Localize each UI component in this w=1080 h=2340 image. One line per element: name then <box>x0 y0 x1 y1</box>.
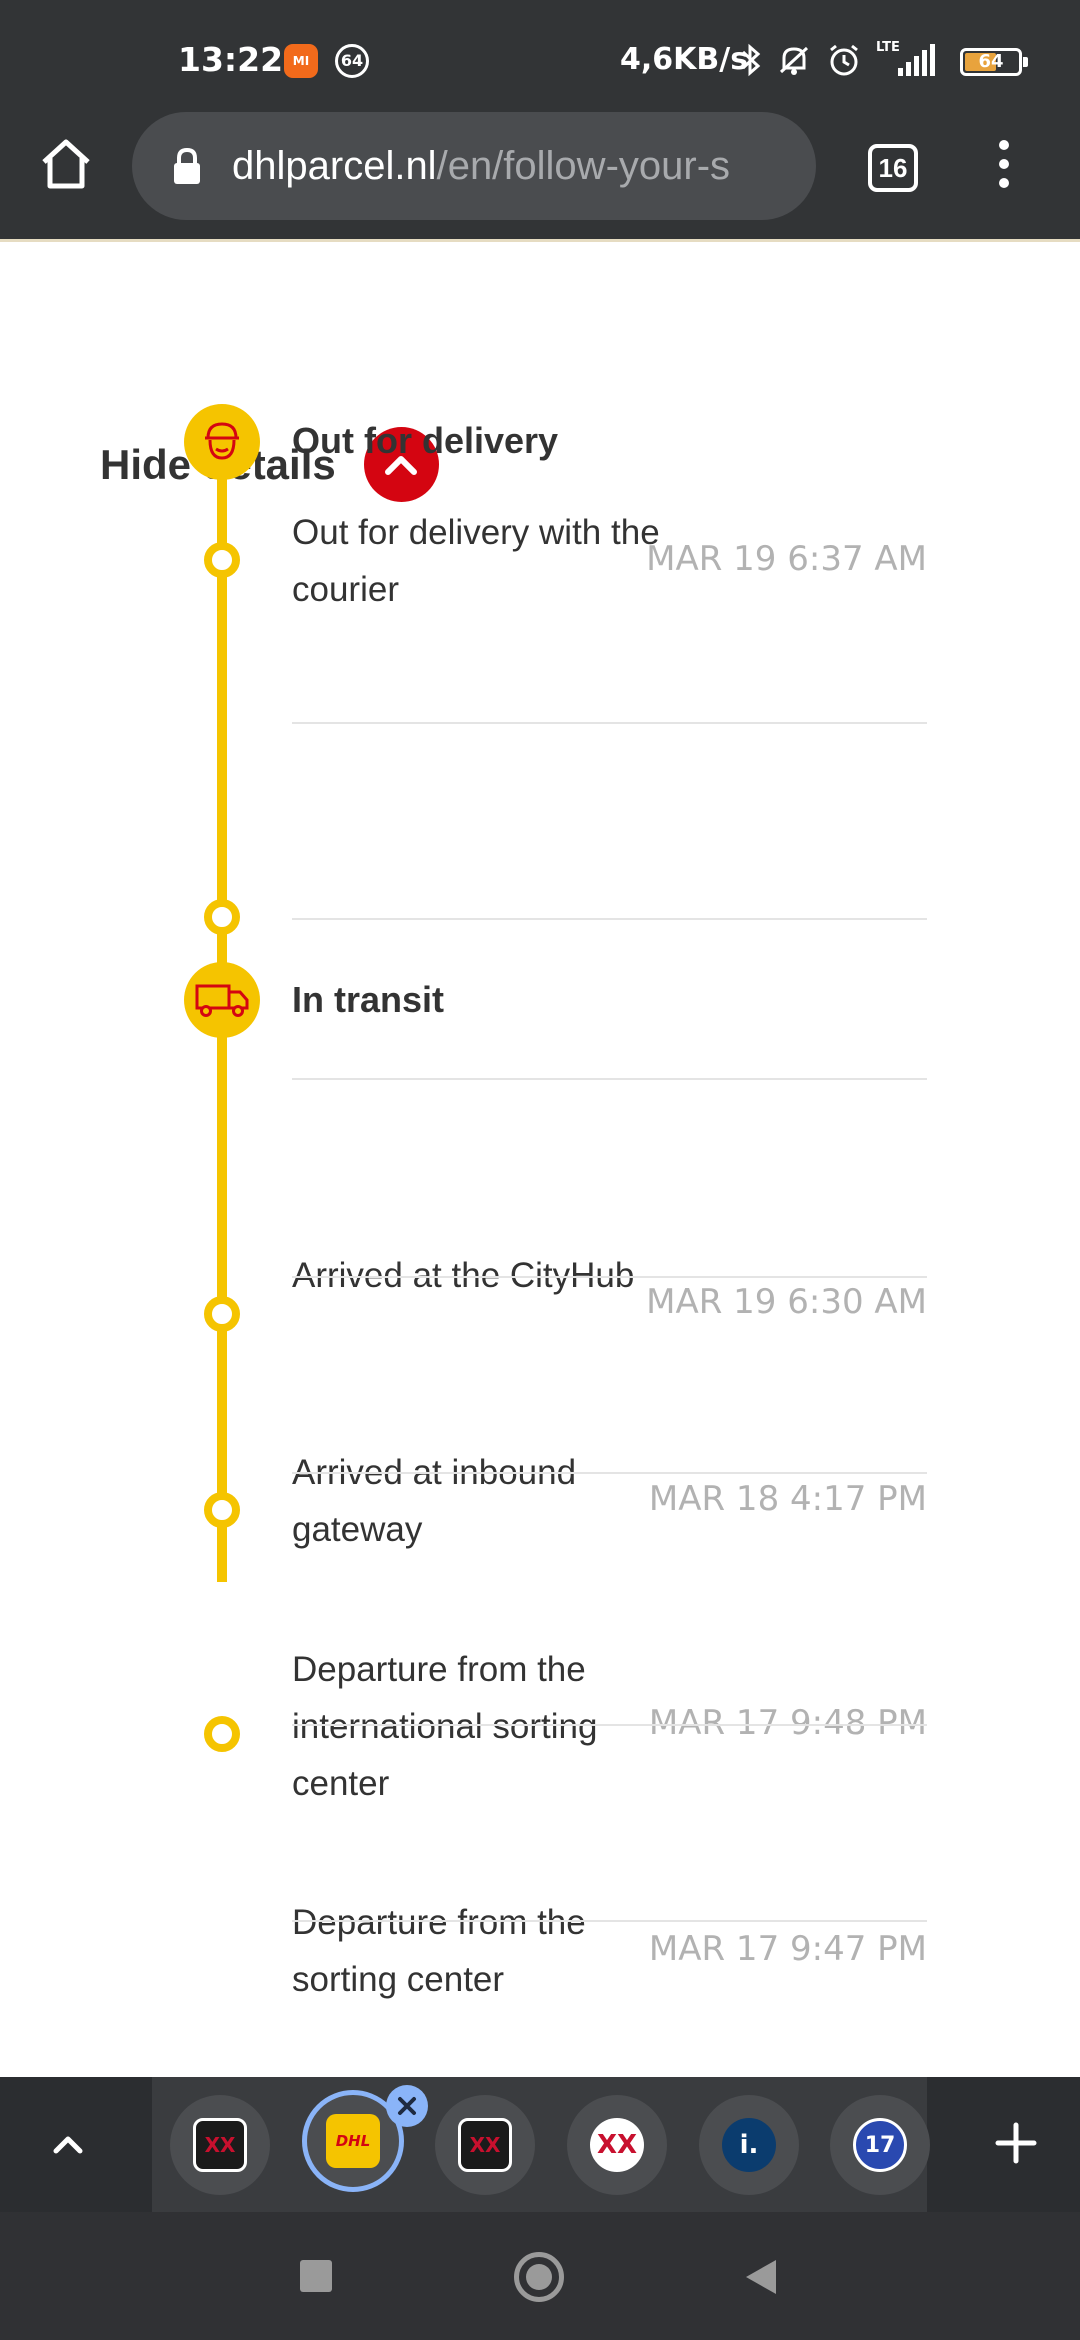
status-bar: 13:22 MI 64 4,6KB/s LTE <box>0 0 1080 110</box>
lock-icon <box>174 147 200 184</box>
status-time: 13:22 <box>178 40 284 79</box>
url-bar[interactable]: dhlparcel.nl /en/follow-your-s <box>132 112 816 220</box>
tab-switcher-icon[interactable]: 16 <box>868 144 918 192</box>
divider <box>292 918 927 920</box>
recents-button[interactable] <box>300 2260 332 2292</box>
tab-item[interactable]: XX <box>435 2095 535 2195</box>
collapse-button[interactable] <box>363 427 439 502</box>
event-time: MAR 19 6:37 AM <box>646 539 927 579</box>
event-description: Arrived at inbound gateway <box>292 1453 577 1549</box>
seventeen-tab-icon: 17 <box>853 2118 907 2172</box>
event-description: Out for delivery with the courier <box>292 513 660 609</box>
url-host: dhlparcel.nl <box>232 143 437 188</box>
mi-notification-icon: MI <box>284 44 318 78</box>
divider <box>292 1276 927 1278</box>
divider <box>292 1078 927 1080</box>
dhl-tab-icon: DHL <box>326 2114 380 2168</box>
group-title-out-for-delivery: Out for delivery <box>292 420 559 461</box>
divider <box>292 722 927 724</box>
home-icon[interactable] <box>38 136 94 192</box>
event-time: MAR 19 6:30 AM <box>646 1282 927 1322</box>
lte-label: LTE <box>876 40 900 55</box>
event-description: Departure from the international sorting… <box>292 1650 598 1803</box>
close-tab-button[interactable] <box>386 2085 428 2127</box>
timeline-dot <box>204 1716 240 1752</box>
url-path: /en/follow-your-s <box>436 143 731 188</box>
timeline-dot <box>204 542 240 578</box>
chevron-up-icon <box>385 455 418 475</box>
tab-item[interactable]: XX <box>567 2095 667 2195</box>
back-button[interactable] <box>744 2258 778 2296</box>
event-time: MAR 18 4:17 PM <box>648 1479 927 1519</box>
tracking-content: Hide details Out for delivery Out for de… <box>0 242 1080 2077</box>
battery-icon: 64 <box>960 48 1028 76</box>
bluetooth-icon <box>741 43 761 77</box>
close-icon <box>398 2097 416 2115</box>
chevron-up-icon[interactable] <box>40 2117 96 2173</box>
notification-badge-icon: 64 <box>335 44 369 78</box>
info-tab-icon: i. <box>722 2118 776 2172</box>
tab-item[interactable]: 17 <box>830 2095 930 2195</box>
xx-red-tab-icon: XX <box>590 2118 644 2172</box>
xx-tab-icon: XX <box>458 2118 512 2172</box>
mute-icon <box>779 46 809 75</box>
browser-toolbar: dhlparcel.nl /en/follow-your-s 16 <box>0 110 1080 242</box>
home-button[interactable] <box>514 2252 564 2302</box>
signal-icon: LTE <box>876 40 936 78</box>
timeline-dot <box>204 1492 240 1528</box>
menu-icon[interactable] <box>990 140 1018 196</box>
tab-item[interactable]: XX <box>170 2095 270 2195</box>
divider <box>292 1472 927 1474</box>
network-speed: 4,6KB/s <box>620 42 749 77</box>
timeline-dot <box>204 899 240 935</box>
truck-icon <box>184 962 260 1038</box>
event-time: MAR 17 9:47 PM <box>648 1929 927 1969</box>
group-title-in-transit: In transit <box>292 979 445 1020</box>
system-nav-bar <box>0 2212 1080 2340</box>
divider <box>292 1920 927 1922</box>
tab-strip-tabs: XX DHL XX XX i. 17 <box>152 2077 930 2212</box>
timeline-dot <box>204 1296 240 1332</box>
divider <box>292 1724 927 1726</box>
alarm-icon <box>830 44 858 76</box>
event-description: Departure from the sorting center <box>292 1903 586 1999</box>
tab-item[interactable]: i. <box>699 2095 799 2195</box>
status-icons: LTE <box>740 40 936 80</box>
tab-strip: XX DHL XX XX i. 17 <box>0 2077 1080 2212</box>
new-tab-icon[interactable] <box>988 2115 1044 2171</box>
battery-level: 64 <box>978 51 1004 72</box>
event-description: Arrived at the CityHub <box>292 1256 635 1295</box>
event-time: MAR 17 9:48 PM <box>648 1703 927 1743</box>
courier-icon <box>184 404 260 480</box>
xx-tab-icon: XX <box>193 2118 247 2172</box>
